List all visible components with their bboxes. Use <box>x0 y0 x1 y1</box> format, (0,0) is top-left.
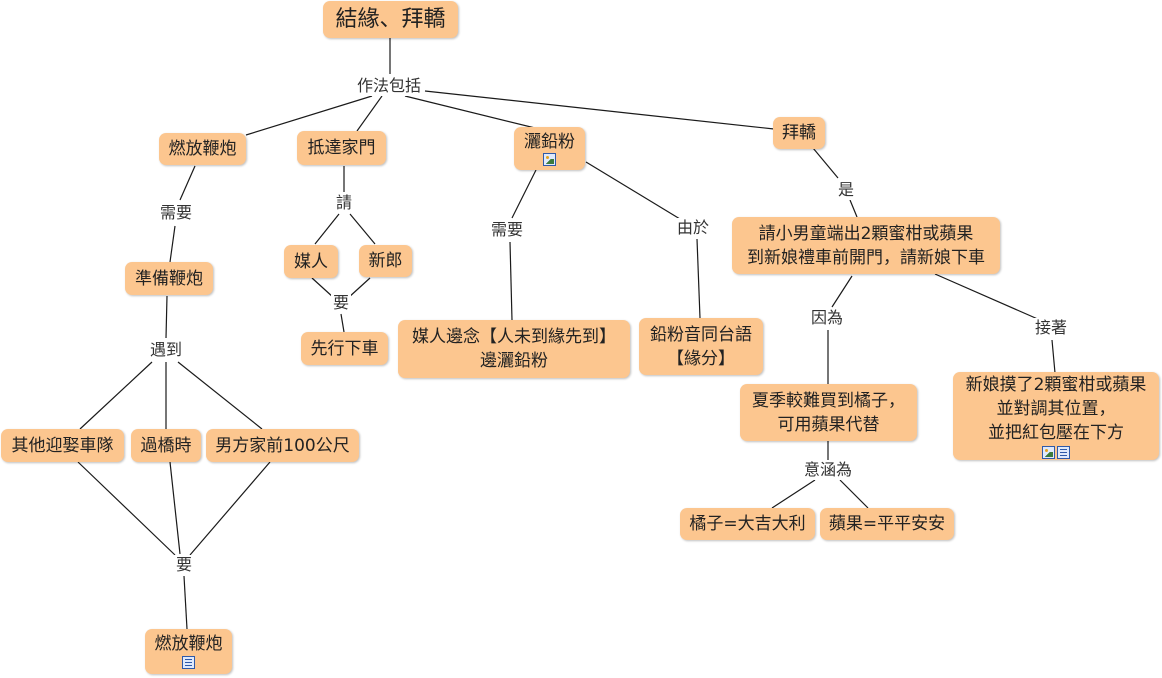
node-other-convoy[interactable]: 其他迎娶車隊 <box>1 429 124 462</box>
node-label: 燃放鞭炮 <box>154 634 223 654</box>
node-label-line-2: 可用蘋果代替 <box>777 414 880 435</box>
image-icon[interactable] <box>543 152 556 166</box>
link-label-includes: 作法包括 <box>354 76 424 96</box>
image-icon[interactable] <box>1042 446 1055 459</box>
node-lead-powder-homophone[interactable]: 鉛粉音同台語 【緣分】 <box>639 318 763 375</box>
link-label-because-of: 由於 <box>674 218 712 238</box>
node-label-line-2: 邊灑鉛粉 <box>480 351 548 371</box>
node-label: 過橋時 <box>140 435 192 456</box>
node-label-line-1: 媒人邊念【人未到緣先到】 <box>412 327 616 347</box>
node-label: 準備鞭炮 <box>135 268 203 289</box>
node-label-line-3: 並把紅包壓在下方 <box>988 423 1124 443</box>
node-firecracker-final[interactable]: 燃放鞭炮 <box>145 629 232 674</box>
node-groom[interactable]: 新郎 <box>359 245 412 277</box>
node-label-line-1: 新娘摸了2顆蜜柑或蘋果 <box>965 375 1147 395</box>
node-root-topic[interactable]: 結緣、拜轎 <box>323 1 458 38</box>
node-summer-apple[interactable]: 夏季較難買到橘子， 可用蘋果代替 <box>740 384 917 441</box>
node-crossing-bridge[interactable]: 過橋時 <box>131 429 201 462</box>
node-orange-meaning[interactable]: 橘子=大吉大利 <box>680 508 815 540</box>
node-label: 橘子=大吉大利 <box>689 514 806 534</box>
link-label-must: 要 <box>330 293 352 313</box>
node-label-line-1: 鉛粉音同台語 <box>650 324 752 345</box>
node-label: 男方家前100公尺 <box>215 435 350 456</box>
node-bride-swap[interactable]: 新娘摸了2顆蜜柑或蘋果 並對調其位置， 並把紅包壓在下方 <box>953 372 1159 460</box>
node-label: 抵達家門 <box>307 138 376 158</box>
node-apple-meaning[interactable]: 蘋果=平平安安 <box>820 508 954 540</box>
link-label-meaning: 意涵為 <box>801 460 855 480</box>
document-icon[interactable] <box>182 656 195 669</box>
link-label-needs-2: 需要 <box>488 220 526 240</box>
node-label: 拜轎 <box>782 123 816 143</box>
document-icon[interactable] <box>1057 446 1070 459</box>
link-label-is: 是 <box>835 180 857 200</box>
node-matchmaker-chant[interactable]: 媒人邊念【人未到緣先到】 邊灑鉛粉 <box>398 320 630 378</box>
node-firecracker[interactable]: 燃放鞭炮 <box>159 133 246 165</box>
node-arrive-home[interactable]: 抵達家門 <box>297 131 386 165</box>
node-label-line-2: 並對調其位置， <box>996 399 1116 419</box>
node-label-line-2: 【緣分】 <box>667 348 735 369</box>
node-label: 新郎 <box>368 251 403 271</box>
node-label: 先行下車 <box>310 338 379 359</box>
node-prepare-firecracker[interactable]: 準備鞭炮 <box>125 262 213 295</box>
node-label: 燃放鞭炮 <box>168 139 237 159</box>
node-sprinkle-powder[interactable]: 灑鉛粉 <box>514 127 585 170</box>
link-label-when: 遇到 <box>147 340 185 360</box>
link-label-then: 接著 <box>1032 318 1070 338</box>
node-get-off-first[interactable]: 先行下車 <box>301 332 388 365</box>
link-label-must-2: 要 <box>173 555 195 575</box>
link-label-because: 因為 <box>808 308 846 328</box>
node-label: 蘋果=平平安安 <box>828 514 946 534</box>
link-label-please: 請 <box>333 193 355 213</box>
node-label: 媒人 <box>294 251 328 272</box>
node-worship-sedan[interactable]: 拜轎 <box>773 117 825 149</box>
node-boy-oranges[interactable]: 請小男童端出2顆蜜柑或蘋果 到新娘禮車前開門，請新娘下車 <box>732 217 1000 274</box>
node-label-line-1: 請小男童端出2顆蜜柑或蘋果 <box>758 223 974 244</box>
node-label-line-2: 到新娘禮車前開門，請新娘下車 <box>747 247 985 268</box>
node-label-line-1: 夏季較難買到橘子， <box>752 390 905 411</box>
node-groom-house[interactable]: 男方家前100公尺 <box>206 429 359 462</box>
node-label: 結緣、拜轎 <box>335 6 446 32</box>
node-matchmaker[interactable]: 媒人 <box>284 245 338 278</box>
node-label: 其他迎娶車隊 <box>11 435 114 456</box>
link-label-needs: 需要 <box>157 203 195 223</box>
node-label: 灑鉛粉 <box>524 131 575 152</box>
